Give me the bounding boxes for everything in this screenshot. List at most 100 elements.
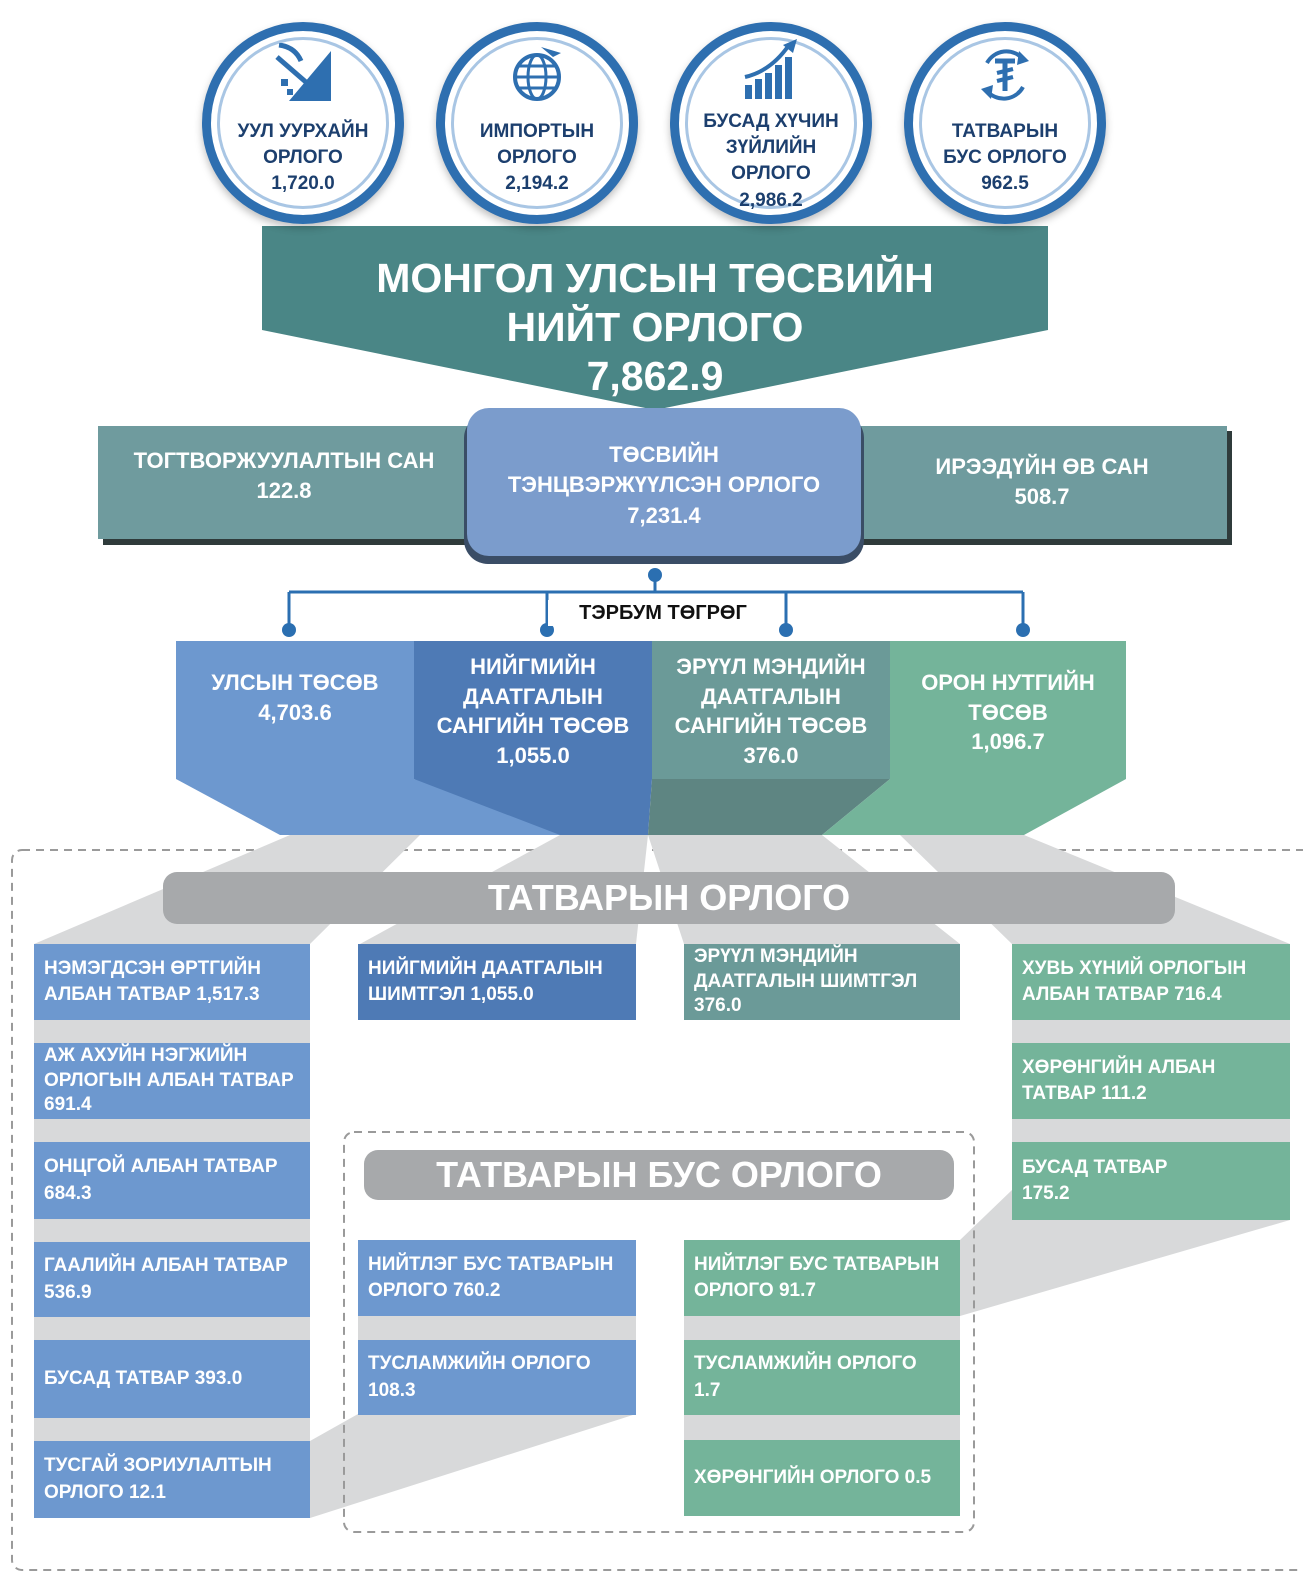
- stabilization-fund: ТОГТВОРЖУУЛАЛТЫН САН 122.8: [98, 446, 470, 505]
- budget-social-insurance: НИЙГМИЙН ДААТГАЛЫН САНГИЙН ТӨСӨВ 1,055.0: [414, 652, 652, 771]
- local-non-tax-grants-line1: ТУСЛАМЖИЙН ОРЛОГО: [694, 1353, 917, 1375]
- other-factors-label-line2: ЗҮЙЛИЙН: [725, 137, 817, 159]
- balanced-revenue: ТӨСВИЙН ТЭНЦВЭРЖҮҮЛСЭН ОРЛОГО 7,231.4: [467, 440, 861, 531]
- prism-local: [822, 779, 1126, 835]
- budget-state-label: УЛСЫН ТӨСӨВ: [211, 670, 379, 695]
- non-tax-circle-value: 962.5: [981, 173, 1029, 195]
- imports-label-line1: ИМПОРТЫН: [479, 121, 595, 142]
- budget-state: УЛСЫН ТӨСӨВ 4,703.6: [176, 668, 414, 727]
- non-tax-circle-label-line1: ТАТВАРЫН: [951, 121, 1059, 142]
- future-fund-bar: [857, 426, 1227, 539]
- state-non-tax-grants-line1: ТУСЛАМЖИЙН ОРЛОГО: [368, 1353, 591, 1375]
- source-circle-mining: УУЛ УУРХАЙН ОРЛОГО 1,720.0: [202, 22, 404, 224]
- state-tax-corporate-line3: 691.4: [44, 1094, 92, 1116]
- state-tax-excise-line1: ОНЦГОЙ АЛБАН ТАТВАР: [44, 1156, 278, 1178]
- state-tax-corporate-line1: АЖ АХУЙН НЭГЖИЙН: [44, 1044, 248, 1066]
- tugrik-cycle-icon: [981, 49, 1029, 101]
- other-factors-label-line3: ОРЛОГО: [731, 163, 811, 185]
- state-tax-other: БУСАД ТАТВАР 393.0: [34, 1340, 310, 1418]
- balanced-revenue-value: 7,231.4: [627, 502, 701, 528]
- other-factors-label-line1: БУСАД ХҮЧИН: [703, 111, 839, 132]
- future-fund-label: ИРЭЭДҮЙН ӨВ САН: [935, 454, 1149, 479]
- local-non-tax-property: ХӨРӨНГИЙН ОРЛОГО 0.5: [684, 1440, 960, 1516]
- local-tax-personal-income: ХУВЬ ХҮНИЙ ОРЛОГЫН АЛБАН ТАТВАР 716.4: [1012, 944, 1290, 1020]
- local-tax-property-line2: ТАТВАР 111.2: [1022, 1083, 1147, 1104]
- state-tax-corporate-line2: ОРЛОГЫН АЛБАН ТАТВАР: [44, 1069, 294, 1091]
- stabilization-fund-bar: [98, 426, 470, 539]
- stabilization-fund-label: ТОГТВОРЖУУЛАЛТЫН САН: [133, 448, 435, 473]
- tax-revenue-title: ТАТВАРЫН ОРЛОГО: [163, 872, 1175, 924]
- social-insurance-contribution: НИЙГМИЙН ДААТГАЛЫН ШИМТГЭЛ 1,055.0: [358, 944, 636, 1020]
- local-tax-personal-line1: ХУВЬ ХҮНИЙ ОРЛОГЫН: [1022, 957, 1247, 979]
- budget-social-line3: САНГИЙН ТӨСӨВ: [436, 713, 630, 739]
- mining-icon: [275, 43, 331, 101]
- local-tax-other-line1: БУСАД ТАТВАР: [1022, 1156, 1168, 1178]
- future-fund: ИРЭЭДҮЙН ӨВ САН 508.7: [857, 452, 1227, 511]
- budget-local-line2: ТӨСӨВ: [968, 699, 1048, 725]
- budget-health-line1: ЭРҮҮЛ МЭНДИЙН: [676, 654, 866, 679]
- state-tax-customs: ГААЛИЙН АЛБАН ТАТВАР 536.9: [34, 1242, 310, 1317]
- local-non-tax-general: НИЙТЛЭГ БУС ТАТВАРЫН ОРЛОГО 91.7: [684, 1240, 960, 1316]
- local-non-tax-grants-line2: 1.7: [694, 1379, 721, 1401]
- social-insurance-line1: НИЙГМИЙН ДААТГАЛЫН: [368, 957, 603, 979]
- budget-local-line1: ОРОН НУТГИЙН: [921, 670, 1095, 695]
- other-factors-value: 2,986.2: [739, 189, 803, 211]
- total-revenue-line1: МОНГОЛ УЛСЫН ТӨСВИЙН: [376, 255, 934, 301]
- outer-dashed-frame: [11, 849, 1303, 1571]
- budget-block-social: [414, 641, 652, 779]
- health-insurance-line1: ЭРҮҮЛ МЭНДИЙН: [694, 945, 858, 967]
- source-circle-non-tax: ТАТВАРЫН БУС ОРЛОГО 962.5: [904, 22, 1106, 224]
- state-tax-special-line1: ТУСГАЙ ЗОРИУЛАЛТЫН: [44, 1455, 272, 1477]
- state-tax-vat-line1: НЭМЭГДСЭН ӨРТГИЙН: [44, 957, 262, 979]
- total-revenue-arrow: [262, 226, 1048, 410]
- budget-block-health: [652, 641, 890, 779]
- social-insurance-line2: ШИМТГЭЛ 1,055.0: [368, 984, 534, 1005]
- local-tax-other: БУСАД ТАТВАР 175.2: [1012, 1142, 1290, 1220]
- state-tax-vat: НЭМЭГДСЭН ӨРТГИЙН АЛБАН ТАТВАР 1,517.3: [34, 944, 310, 1020]
- source-circle-imports: ИМПОРТЫН ОРЛОГО 2,194.2: [436, 22, 638, 224]
- state-non-tax-general-line1: НИЙТЛЭГ БУС ТАТВАРЫН: [368, 1253, 614, 1275]
- local-tax-other-line2: 175.2: [1022, 1183, 1070, 1204]
- total-revenue: МОНГОЛ УЛСЫН ТӨСВИЙН НИЙТ ОРЛОГО 7,862.9: [262, 254, 1048, 402]
- state-tax-corporate-income: АЖ АХУЙН НЭГЖИЙН ОРЛОГЫН АЛБАН ТАТВАР 69…: [34, 1043, 310, 1119]
- local-non-tax-general-line2: ОРЛОГО 91.7: [694, 1280, 816, 1301]
- imports-value: 2,194.2: [505, 173, 569, 195]
- budget-social-line2: ДААТГАЛЫН: [463, 683, 603, 709]
- state-tax-customs-line2: 536.9: [44, 1281, 92, 1303]
- balanced-revenue-pill: [467, 408, 861, 556]
- state-tax-vat-line2: АЛБАН ТАТВАР 1,517.3: [44, 984, 260, 1005]
- connector-dots: [282, 568, 1030, 637]
- future-fund-value: 508.7: [1014, 483, 1070, 509]
- local-tax-personal-line2: АЛБАН ТАТВАР 716.4: [1022, 984, 1222, 1005]
- non-tax-revenue-title: ТАТВАРЫН БУС ОРЛОГО: [364, 1150, 954, 1200]
- balanced-revenue-line2: ТЭНЦВЭРЖҮҮЛСЭН ОРЛОГО: [507, 472, 821, 498]
- local-non-tax-general-line1: НИЙТЛЭГ БУС ТАТВАРЫН: [694, 1253, 940, 1275]
- state-non-tax-general: НИЙТЛЭГ БУС ТАТВАРЫН ОРЛОГО 760.2: [358, 1240, 636, 1316]
- local-tax-property-line1: ХӨРӨНГИЙН АЛБАН: [1022, 1056, 1216, 1078]
- state-tax-excise-line2: 684.3: [44, 1182, 92, 1204]
- budget-health-line2: ДААТГАЛЫН: [701, 683, 841, 709]
- health-insurance-line3: 376.0: [694, 995, 742, 1017]
- state-non-tax-general-line2: ОРЛОГО 760.2: [368, 1280, 501, 1301]
- source-circle-other-factors: БУСАД ХҮЧИН ЗҮЙЛИЙН ОРЛОГО 2,986.2: [670, 22, 872, 224]
- non-tax-circle-label-line2: БУС ОРЛОГО: [943, 147, 1067, 169]
- mining-value: 1,720.0: [271, 173, 335, 195]
- budget-health-insurance: ЭРҮҮЛ МЭНДИЙН ДААТГАЛЫН САНГИЙН ТӨСӨВ 37…: [652, 652, 890, 771]
- budget-local: ОРОН НУТГИЙН ТӨСӨВ 1,096.7: [890, 668, 1126, 757]
- health-insurance-line2: ДААТГАЛЫН ШИМТГЭЛ: [694, 970, 918, 992]
- globe-plane-icon: [513, 47, 561, 101]
- local-tax-property: ХӨРӨНГИЙН АЛБАН ТАТВАР 111.2: [1012, 1043, 1290, 1119]
- mining-label-line2: ОРЛОГО: [263, 147, 343, 169]
- budget-block-state: [176, 641, 414, 779]
- unit-label: ТЭРБУМ ТӨГРӨГ: [548, 600, 778, 626]
- state-tax-other-line1: БУСАД ТАТВАР 393.0: [44, 1367, 243, 1389]
- total-revenue-line2: НИЙТ ОРЛОГО: [506, 304, 804, 351]
- budget-social-line1: НИЙГМИЙН: [470, 654, 596, 679]
- state-tax-special-purpose: ТУСГАЙ ЗОРИУЛАЛТЫН ОРЛОГО 12.1: [34, 1441, 310, 1518]
- prism-social: [414, 779, 652, 835]
- growth-chart-icon: [744, 39, 797, 99]
- budget-local-value: 1,096.7: [971, 729, 1045, 755]
- prism-health: [648, 779, 890, 835]
